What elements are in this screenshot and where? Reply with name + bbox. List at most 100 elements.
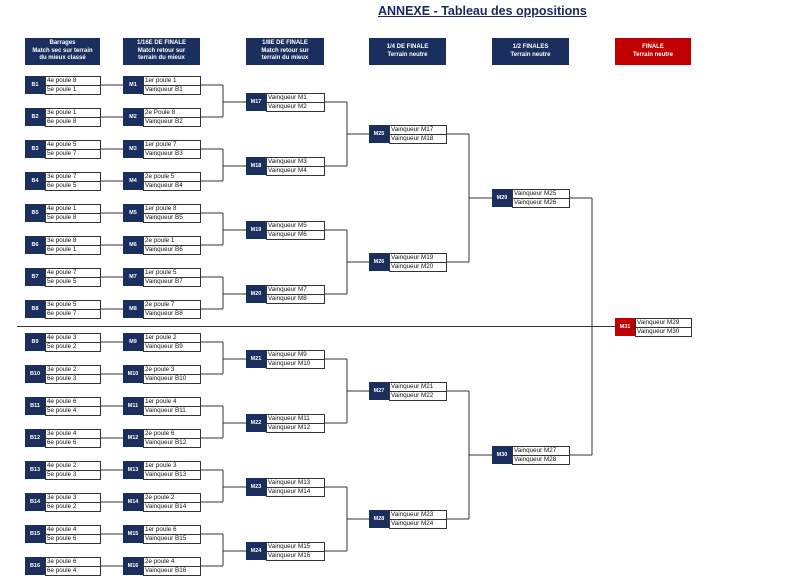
- team-slot: Vainqueur M24: [389, 519, 447, 529]
- team-slot: Vainqueur B1: [143, 85, 201, 95]
- team-slot: Vainqueur B6: [143, 245, 201, 255]
- round-header-line: FINALE: [642, 44, 664, 50]
- team-slot: Vainqueur M4: [266, 166, 325, 176]
- round-header-line: Match sec sur terrain: [32, 47, 93, 54]
- team-slot: 6e poule 7: [45, 309, 101, 319]
- match-code: M25: [369, 125, 389, 143]
- team-slot: Vainqueur M16: [266, 551, 325, 561]
- match-code: B9: [25, 333, 45, 351]
- team-slot: Vainqueur B2: [143, 117, 201, 127]
- page-title: ANNEXE - Tableau des oppositions: [378, 4, 587, 18]
- team-slot: Vainqueur B15: [143, 534, 201, 544]
- team-slot: Vainqueur B11: [143, 406, 201, 416]
- team-slot: 5e poule 3: [45, 470, 101, 480]
- match-code: M24: [246, 542, 266, 560]
- team-slot: Vainqueur M10: [266, 359, 325, 369]
- match-code: M17: [246, 93, 266, 111]
- round-header-line: 1/8E DE FINALE: [262, 40, 308, 47]
- team-slot: 5e poule 8: [45, 213, 101, 223]
- match-code: M28: [369, 510, 389, 528]
- match-code: M23: [246, 478, 266, 496]
- match-code: M31: [615, 317, 635, 336]
- team-slot: Vainqueur B7: [143, 277, 201, 287]
- round-header-line: Terrain neutre: [387, 51, 428, 58]
- match-code: B12: [25, 429, 45, 447]
- match-code: M15: [123, 525, 143, 543]
- team-slot: 6e poule 1: [45, 245, 101, 255]
- match-code: M9: [123, 333, 143, 351]
- round-header-line: Terrain neutre: [510, 51, 551, 58]
- match-code: M30: [492, 446, 512, 464]
- team-slot: 5e poule 5: [45, 277, 101, 287]
- match-code: B10: [25, 365, 45, 383]
- round-header-line: Barrages: [49, 40, 76, 47]
- match-code: M11: [123, 397, 143, 415]
- match-code: M18: [246, 157, 266, 175]
- team-slot: 6e poule 8: [45, 117, 101, 127]
- match-code: B3: [25, 140, 45, 158]
- match-code: B14: [25, 493, 45, 511]
- team-slot: Vainqueur M28: [512, 455, 570, 465]
- team-slot: 6e poule 2: [45, 502, 101, 512]
- match-code: M19: [246, 221, 266, 239]
- match-code: M26: [369, 253, 389, 271]
- match-code: M1: [123, 76, 143, 94]
- match-code: M22: [246, 414, 266, 432]
- match-code: B2: [25, 108, 45, 126]
- team-slot: 5e poule 1: [45, 85, 101, 95]
- team-slot: Vainqueur M2: [266, 102, 325, 112]
- match-code: M27: [369, 382, 389, 400]
- team-slot: 5e poule 2: [45, 342, 101, 352]
- match-code: B7: [25, 268, 45, 286]
- match-code: B4: [25, 172, 45, 190]
- match-code: B11: [25, 397, 45, 415]
- team-slot: 5e poule 7: [45, 149, 101, 159]
- match-code: B15: [25, 525, 45, 543]
- team-slot: Vainqueur M20: [389, 262, 447, 272]
- round-header-line: 1/4 DE FINALE: [386, 44, 429, 50]
- match-code: B6: [25, 236, 45, 254]
- match-code: M21: [246, 350, 266, 368]
- round-header-line: 1/16E DE FINALE: [136, 40, 186, 47]
- match-code: M12: [123, 429, 143, 447]
- team-slot: Vainqueur B9: [143, 342, 201, 352]
- team-slot: Vainqueur B16: [143, 566, 201, 576]
- match-code: B5: [25, 204, 45, 222]
- team-slot: Vainqueur B10: [143, 374, 201, 384]
- match-code: B16: [25, 557, 45, 575]
- round-header-line: Match retour sur: [261, 47, 309, 54]
- team-slot: Vainqueur B5: [143, 213, 201, 223]
- team-slot: Vainqueur B14: [143, 502, 201, 512]
- match-code: M16: [123, 557, 143, 575]
- match-code: B1: [25, 76, 45, 94]
- team-slot: 6e poule 6: [45, 438, 101, 448]
- match-code: M4: [123, 172, 143, 190]
- match-code: M10: [123, 365, 143, 383]
- match-code: M2: [123, 108, 143, 126]
- match-code: M8: [123, 300, 143, 318]
- team-slot: Vainqueur M6: [266, 230, 325, 240]
- round-header-line: terrain du mieux: [138, 55, 185, 62]
- team-slot: Vainqueur M12: [266, 423, 325, 433]
- round-header-line: du mieux classé: [39, 55, 86, 62]
- team-slot: Vainqueur B3: [143, 149, 201, 159]
- team-slot: Vainqueur M26: [512, 198, 570, 208]
- team-slot: 5e poule 4: [45, 406, 101, 416]
- team-slot: 6e poule 4: [45, 566, 101, 576]
- match-code: M29: [492, 189, 512, 207]
- match-code: M7: [123, 268, 143, 286]
- team-slot: Vainqueur B13: [143, 470, 201, 480]
- team-slot: Vainqueur B12: [143, 438, 201, 448]
- match-code: M6: [123, 236, 143, 254]
- match-code: M3: [123, 140, 143, 158]
- team-slot: Vainqueur M30: [635, 326, 692, 337]
- match-code: B13: [25, 461, 45, 479]
- team-slot: Vainqueur M18: [389, 134, 447, 144]
- match-code: M5: [123, 204, 143, 222]
